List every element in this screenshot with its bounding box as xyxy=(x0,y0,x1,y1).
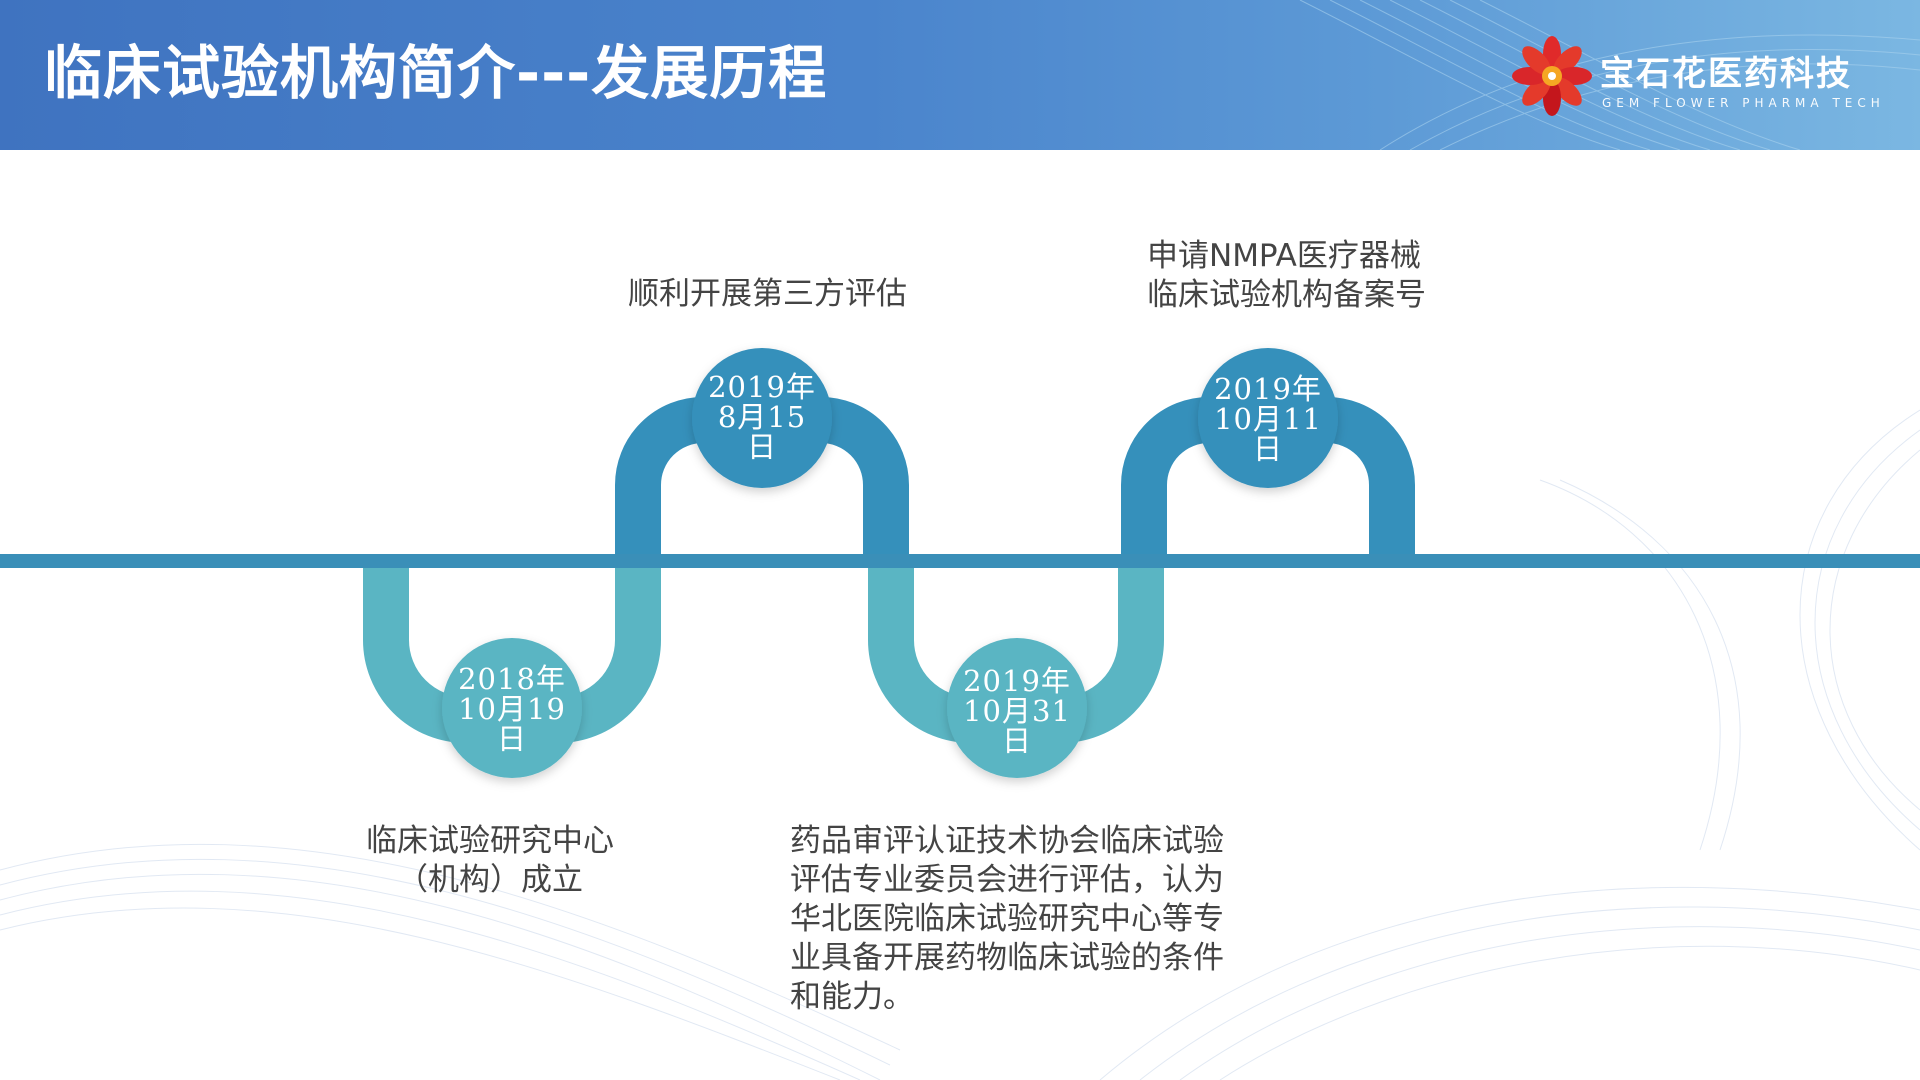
company-logo: 宝石花医药科技 GEM FLOWER PHARMA TECH xyxy=(1510,34,1890,120)
event-description-3: 药品审评认证技术协会临床试验 评估专业委员会进行评估，认为 华北医院临床试验研究… xyxy=(790,823,1224,1015)
header-waves xyxy=(1299,0,1920,150)
node-date-4: 2019年 10月11 日 xyxy=(1214,372,1322,466)
timeline-axis xyxy=(0,554,1920,568)
logo-name: 宝石花医药科技 xyxy=(1600,54,1852,94)
page-title: 临床试验机构简介---发展历程 xyxy=(44,39,828,107)
timeline-node-3 xyxy=(947,638,1087,778)
timeline-node-1 xyxy=(442,638,582,778)
timeline-node-2 xyxy=(692,348,832,488)
event-description-4: 申请NMPA医疗器械 临床试验机构备案号 xyxy=(1147,238,1426,313)
event-description-2: 顺利开展第三方评估 xyxy=(628,276,907,312)
node-date-2: 2019年 8月15 日 xyxy=(708,370,816,464)
event-description-1: 临床试验研究中心 （机构）成立 xyxy=(366,823,614,898)
node-date-1: 2018年 10月19 日 xyxy=(458,662,566,756)
flower-logo-icon xyxy=(1512,36,1592,116)
timeline-node-4 xyxy=(1198,348,1338,488)
header-bar: 临床试验机构简介---发展历程 宝石花医药科技 GEM FLOWER PHARM… xyxy=(0,0,1920,150)
background-waves xyxy=(0,409,1920,1080)
logo-subtitle: GEM FLOWER PHARMA TECH xyxy=(1602,96,1885,110)
node-date-3: 2019年 10月31 日 xyxy=(963,664,1071,758)
